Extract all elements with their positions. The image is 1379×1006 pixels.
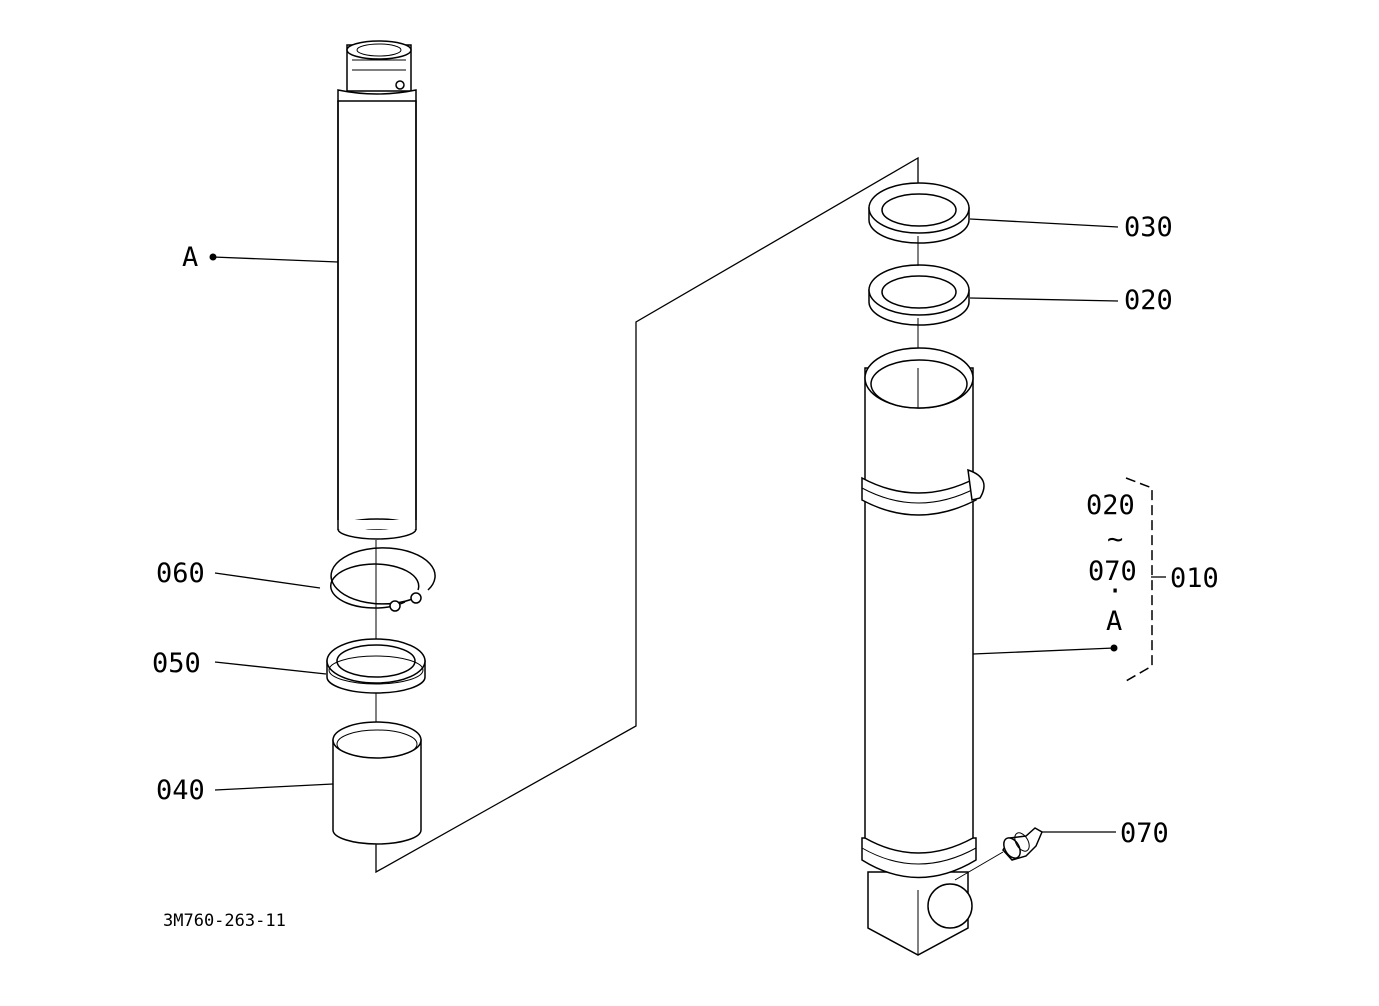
ring-030[interactable]: [868, 182, 970, 244]
callout-070: 070: [1120, 818, 1169, 849]
drawing-number: 3M760-263-11: [163, 911, 286, 931]
callout-040: 040: [156, 775, 205, 806]
grease-nipple-070[interactable]: [954, 827, 1043, 881]
snap-ring-060[interactable]: [330, 547, 436, 620]
callout-range-dot: ·: [1107, 576, 1123, 607]
callout-050: 050: [152, 648, 201, 679]
rod-a[interactable]: [337, 40, 417, 540]
callout-range-start: 020: [1086, 490, 1135, 521]
ring-020[interactable]: [868, 264, 970, 326]
cylinder-tube-010[interactable]: [861, 347, 985, 956]
exploded-guide-line: [375, 156, 919, 874]
callout-range-tilde: ~: [1107, 524, 1123, 555]
leader-lines: [209, 218, 1166, 833]
callout-030: 030: [1124, 212, 1173, 243]
callout-range-end: 070: [1088, 556, 1137, 587]
seal-050[interactable]: [326, 638, 426, 694]
callout-060: 060: [156, 558, 205, 589]
callout-assembly-010: 010: [1170, 563, 1219, 594]
bushing-040[interactable]: [332, 721, 422, 845]
callout-020: 020: [1124, 285, 1173, 316]
callout-a-right: A: [1106, 606, 1122, 637]
callout-a-left: A: [182, 242, 198, 273]
